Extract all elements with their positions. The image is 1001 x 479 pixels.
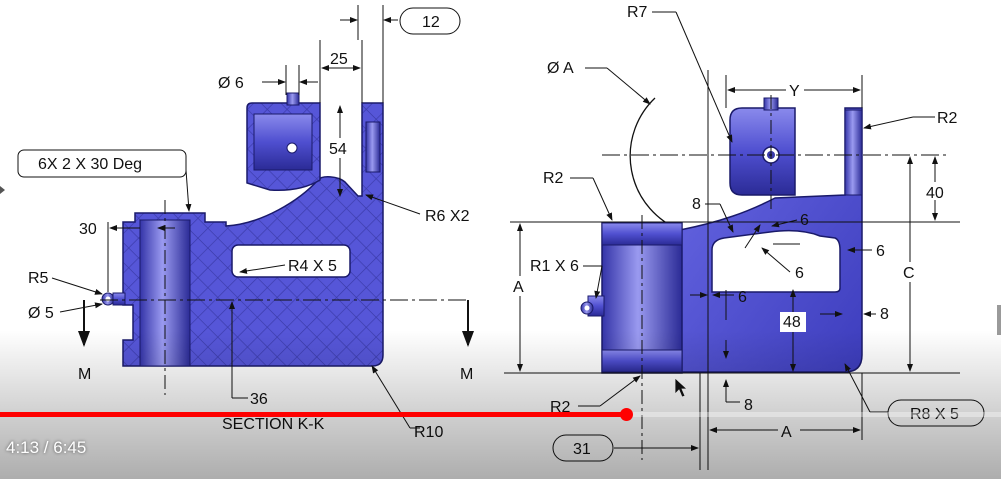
dim-12-box	[399, 7, 461, 35]
dim-40: 40	[926, 185, 944, 202]
upper-block	[729, 107, 796, 196]
plate-window	[711, 229, 841, 293]
dim-6-c: 6	[795, 265, 804, 282]
dim-25: 25	[330, 51, 348, 68]
video-progress-fill	[0, 412, 626, 417]
dim-r8x5: R8 X 5	[910, 406, 959, 423]
dim-8-top: 8	[692, 196, 701, 213]
chamfer-callout: 6X 2 X 30 Deg	[38, 156, 142, 173]
video-time-display: 4:13 / 6:45	[6, 438, 87, 457]
mouse-cursor	[674, 377, 689, 398]
dim-31-box	[552, 434, 614, 462]
arc-diameter-a	[629, 97, 681, 231]
dim-8-right: 8	[880, 306, 889, 323]
pin-hole	[286, 142, 298, 154]
dim-r10: R10	[414, 424, 443, 441]
section-label: SECTION K-K	[222, 416, 325, 433]
dim-31: 31	[573, 441, 591, 458]
dim-c: C	[903, 265, 915, 282]
dim-48: 48	[783, 314, 801, 331]
section-mark-right: M	[460, 366, 473, 383]
dim-30: 30	[79, 221, 97, 238]
dim-8-bottom: 8	[744, 397, 753, 414]
dim-r2-top: R2	[937, 110, 958, 127]
dim-r6x2: R6 X2	[425, 208, 470, 225]
dim-a-bottom: A	[781, 424, 792, 441]
dim-36: 36	[250, 391, 268, 408]
dim-6-b: 6	[876, 243, 885, 260]
dim-6-a: 6	[800, 212, 809, 229]
dim-r4x5: R4 X 5	[288, 258, 337, 275]
dim-12: 12	[422, 14, 440, 31]
chamfer-callout-box	[17, 149, 187, 178]
dim-phi6: Ø 6	[218, 75, 244, 92]
left-section-view: M M Ø 6 25 12 54 6X 2 X 30 Deg 30	[17, 5, 474, 441]
video-scrubber-handle[interactable]	[620, 408, 633, 421]
scroll-indicator[interactable]	[997, 305, 1001, 335]
dim-54: 54	[329, 141, 347, 158]
dim-a-left: A	[513, 279, 524, 296]
left-edge-arrow-icon	[0, 186, 5, 194]
right-front-view: Ø A Y	[504, 4, 985, 470]
top-pin	[286, 92, 300, 106]
dim-r8x5-box	[887, 399, 985, 427]
dim-r2-bottom: R2	[550, 399, 571, 416]
dim-phi-a: Ø A	[547, 60, 574, 77]
dim-phi5: Ø 5	[28, 305, 54, 322]
dim-6-d: 6	[738, 289, 747, 306]
video-progress-bar[interactable]	[0, 408, 1001, 421]
dim-r7: R7	[627, 4, 648, 21]
dim-r1x6: R1 X 6	[530, 258, 579, 275]
dim-r5: R5	[28, 270, 49, 287]
section-mark-left: M	[78, 366, 91, 383]
dim-r2-left: R2	[543, 170, 564, 187]
dim-y: Y	[789, 83, 800, 100]
